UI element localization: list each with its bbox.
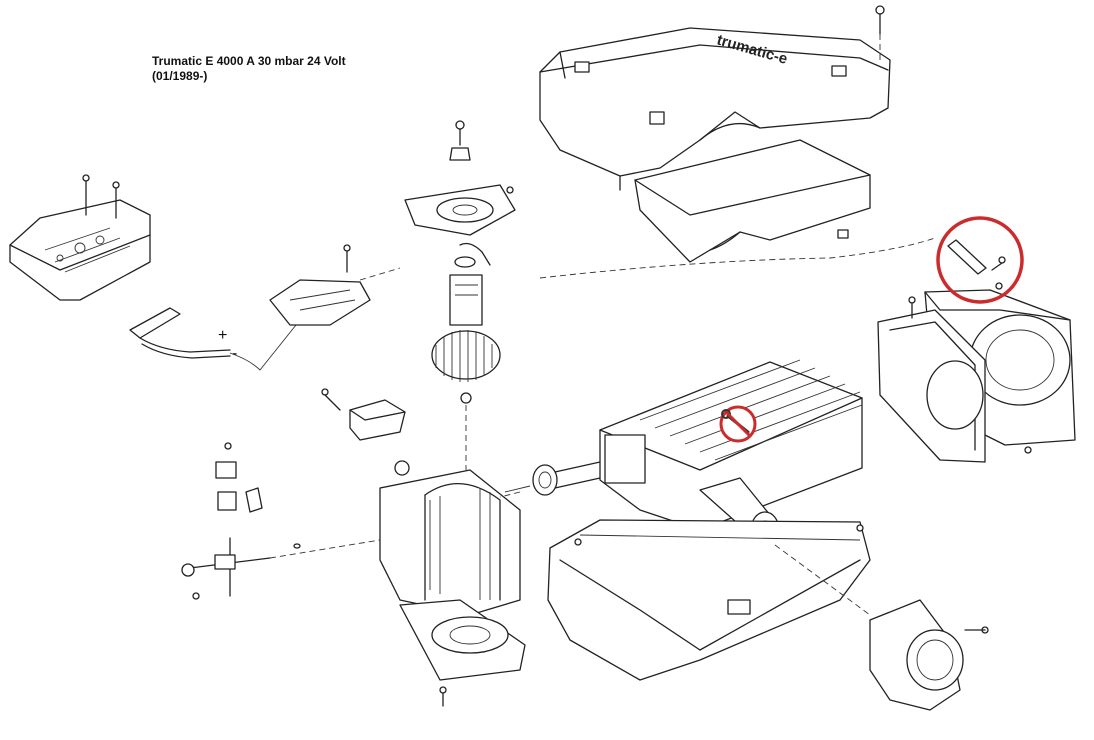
- power-cable: + -: [129, 307, 301, 371]
- highlight-circle: [936, 216, 1024, 304]
- gas-valve-parts: [181, 442, 381, 600]
- title-line-1: Trumatic E 4000 A 30 mbar 24 Volt: [152, 54, 346, 68]
- minus-label: -: [232, 345, 237, 362]
- fan-motor-assembly: [404, 120, 516, 470]
- air-duct-assembly: [877, 289, 1076, 463]
- base-tray: [547, 519, 871, 681]
- temperature-sensor-part: [947, 239, 1006, 290]
- wire-run-left: [359, 267, 401, 281]
- connector-nipple: [499, 461, 601, 498]
- heat-shield-plate: [634, 139, 871, 263]
- diagram-title: Trumatic E 4000 A 30 mbar 24 Volt (01/19…: [152, 54, 346, 84]
- relay-board: [269, 244, 371, 326]
- housing-cover: trumatic-e: [539, 27, 891, 191]
- cover-screw: [875, 5, 885, 62]
- plus-label: +: [218, 327, 227, 344]
- control-board: [9, 174, 151, 301]
- title-line-2: (01/1989-): [152, 69, 208, 83]
- blower-housing: [379, 469, 526, 707]
- exhaust-elbow: [774, 544, 989, 711]
- wire-run-right: [539, 237, 936, 279]
- ignition-unit: [321, 388, 410, 476]
- no-wrench-icon: [719, 405, 757, 443]
